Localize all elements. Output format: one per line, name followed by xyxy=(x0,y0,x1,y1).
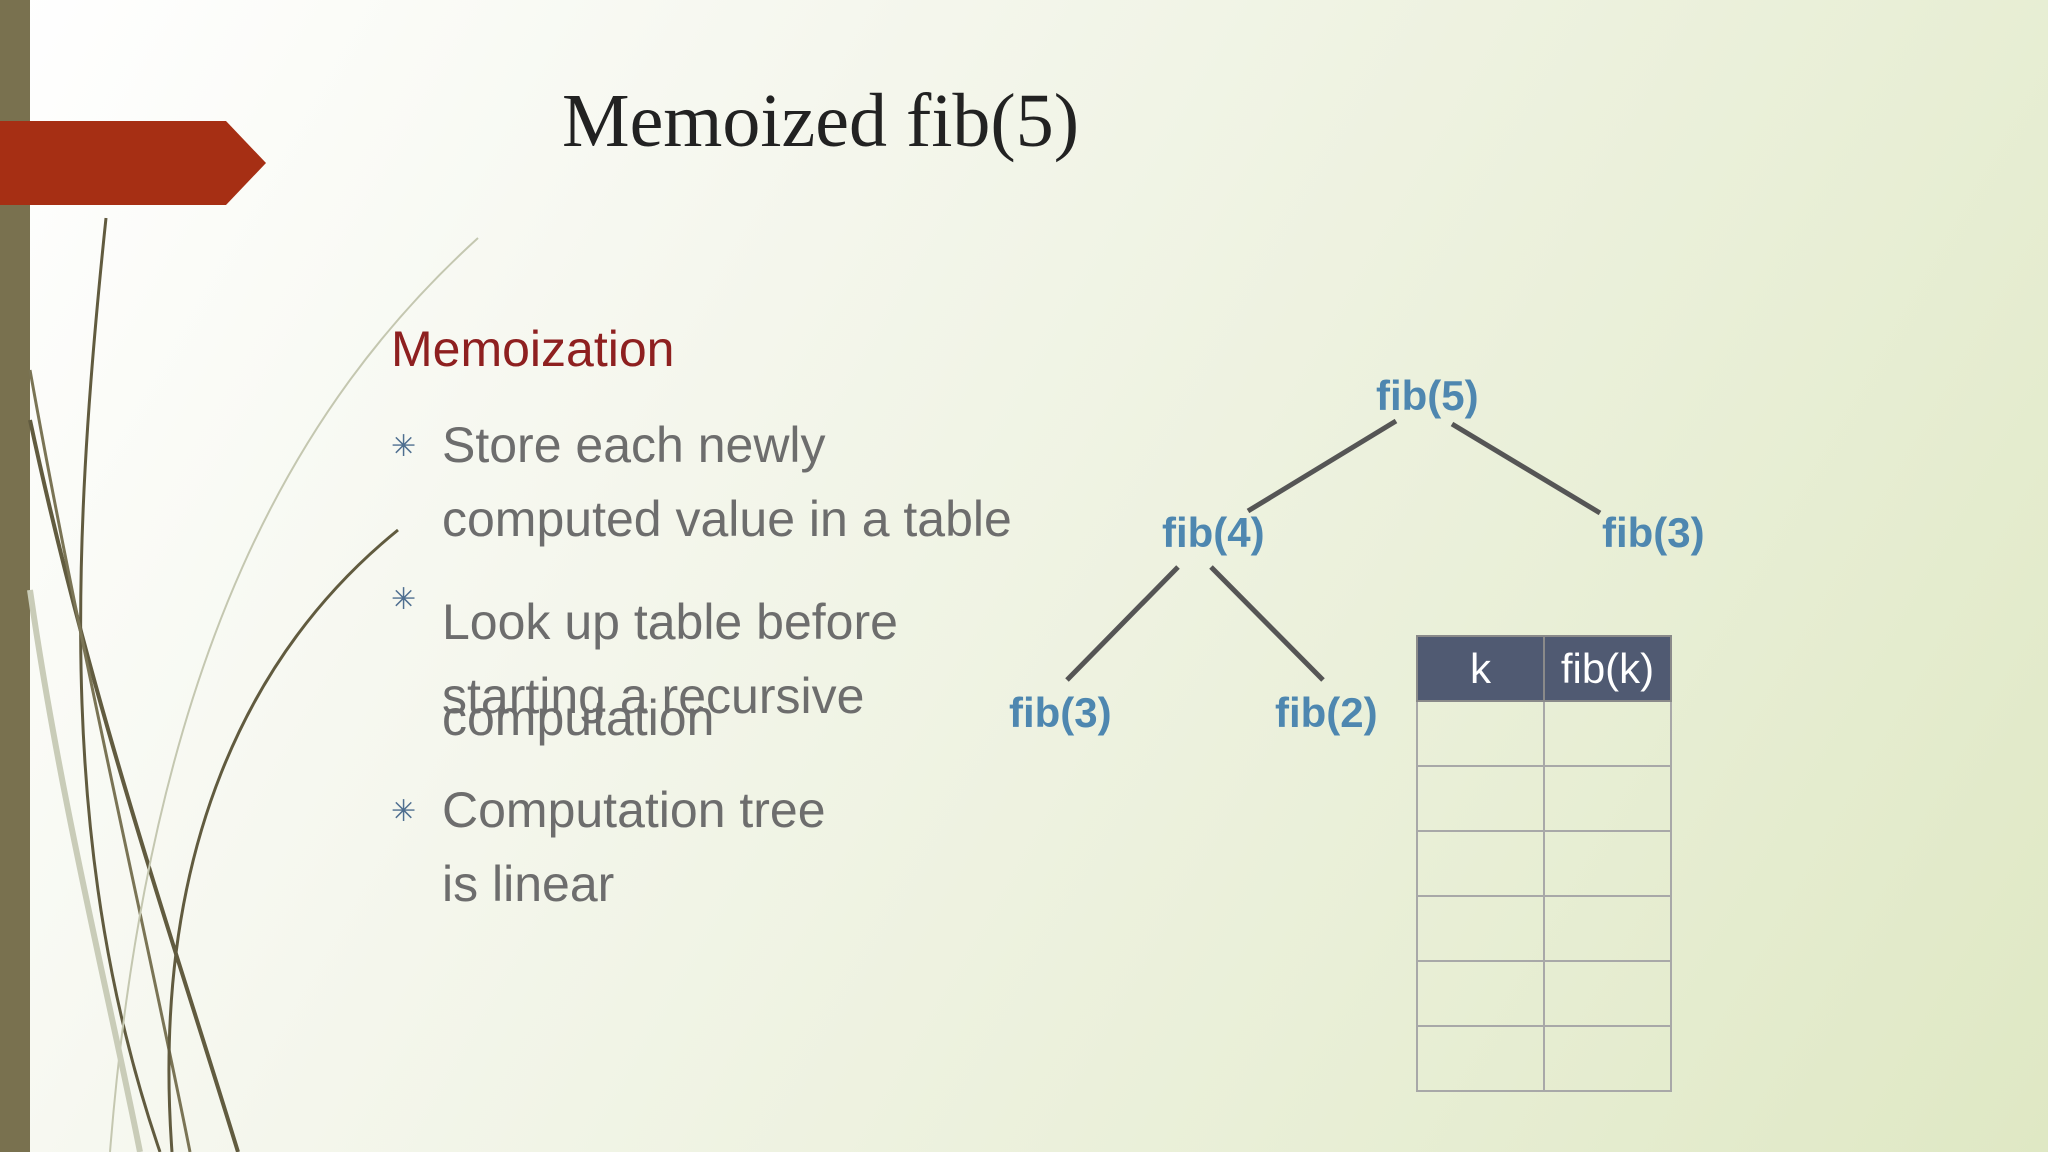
table-cell xyxy=(1416,895,1545,962)
table-cell xyxy=(1416,1025,1545,1092)
tree-node-fib3-right: fib(3) xyxy=(1602,509,1705,556)
table-cell xyxy=(1543,765,1672,832)
table-row xyxy=(1416,700,1672,767)
bullet-3-line-2: is linear xyxy=(442,856,615,912)
table-row xyxy=(1416,895,1672,962)
bullet-2-line-2: starting a recursive xyxy=(442,668,865,724)
table-cell xyxy=(1543,895,1672,962)
table-cell xyxy=(1416,960,1545,1027)
table-cell xyxy=(1543,960,1672,1027)
table-cell xyxy=(1416,830,1545,897)
column-header-k: k xyxy=(1416,635,1545,702)
tree-node-fib4: fib(4) xyxy=(1162,509,1265,556)
tree-edge xyxy=(1209,565,1325,682)
tree-node-fib2: fib(2) xyxy=(1275,689,1378,736)
tree-node-fib3-left: fib(3) xyxy=(1009,689,1112,736)
bullet-1-line-2: computed value in a table xyxy=(442,491,1012,547)
column-header-fib-k: fib(k) xyxy=(1543,635,1672,702)
section-heading: Memoization xyxy=(391,321,675,377)
table-cell xyxy=(1416,700,1545,767)
slide-title: Memoized fib(5) xyxy=(562,79,1080,163)
memo-table: k fib(k) xyxy=(1416,635,1672,1092)
table-cell xyxy=(1543,1025,1672,1092)
table-cell xyxy=(1543,830,1672,897)
table-row xyxy=(1416,830,1672,897)
tree-edge xyxy=(1065,565,1180,682)
table-row xyxy=(1416,1025,1672,1092)
bullet-2-line-1: Look up table before xyxy=(442,594,898,650)
table-header-row: k fib(k) xyxy=(1416,635,1672,702)
tree-edge xyxy=(1246,418,1398,514)
table-cell xyxy=(1416,765,1545,832)
asterisk-bullet-icon: ✳ xyxy=(391,795,417,828)
decorative-swooshes xyxy=(0,121,479,1152)
table-cell xyxy=(1543,700,1672,767)
tree-node-fib5: fib(5) xyxy=(1376,372,1479,419)
table-row xyxy=(1416,765,1672,832)
bullet-1-line-1: Store each newly xyxy=(442,417,826,473)
bullet-2-line-3: computation xyxy=(442,690,715,746)
asterisk-bullet-icon: ✳ xyxy=(391,583,417,616)
tree-edge xyxy=(1450,421,1602,516)
bullet-3-line-1: Computation tree xyxy=(442,782,826,838)
asterisk-bullet-icon: ✳ xyxy=(391,430,417,463)
table-row xyxy=(1416,960,1672,1027)
